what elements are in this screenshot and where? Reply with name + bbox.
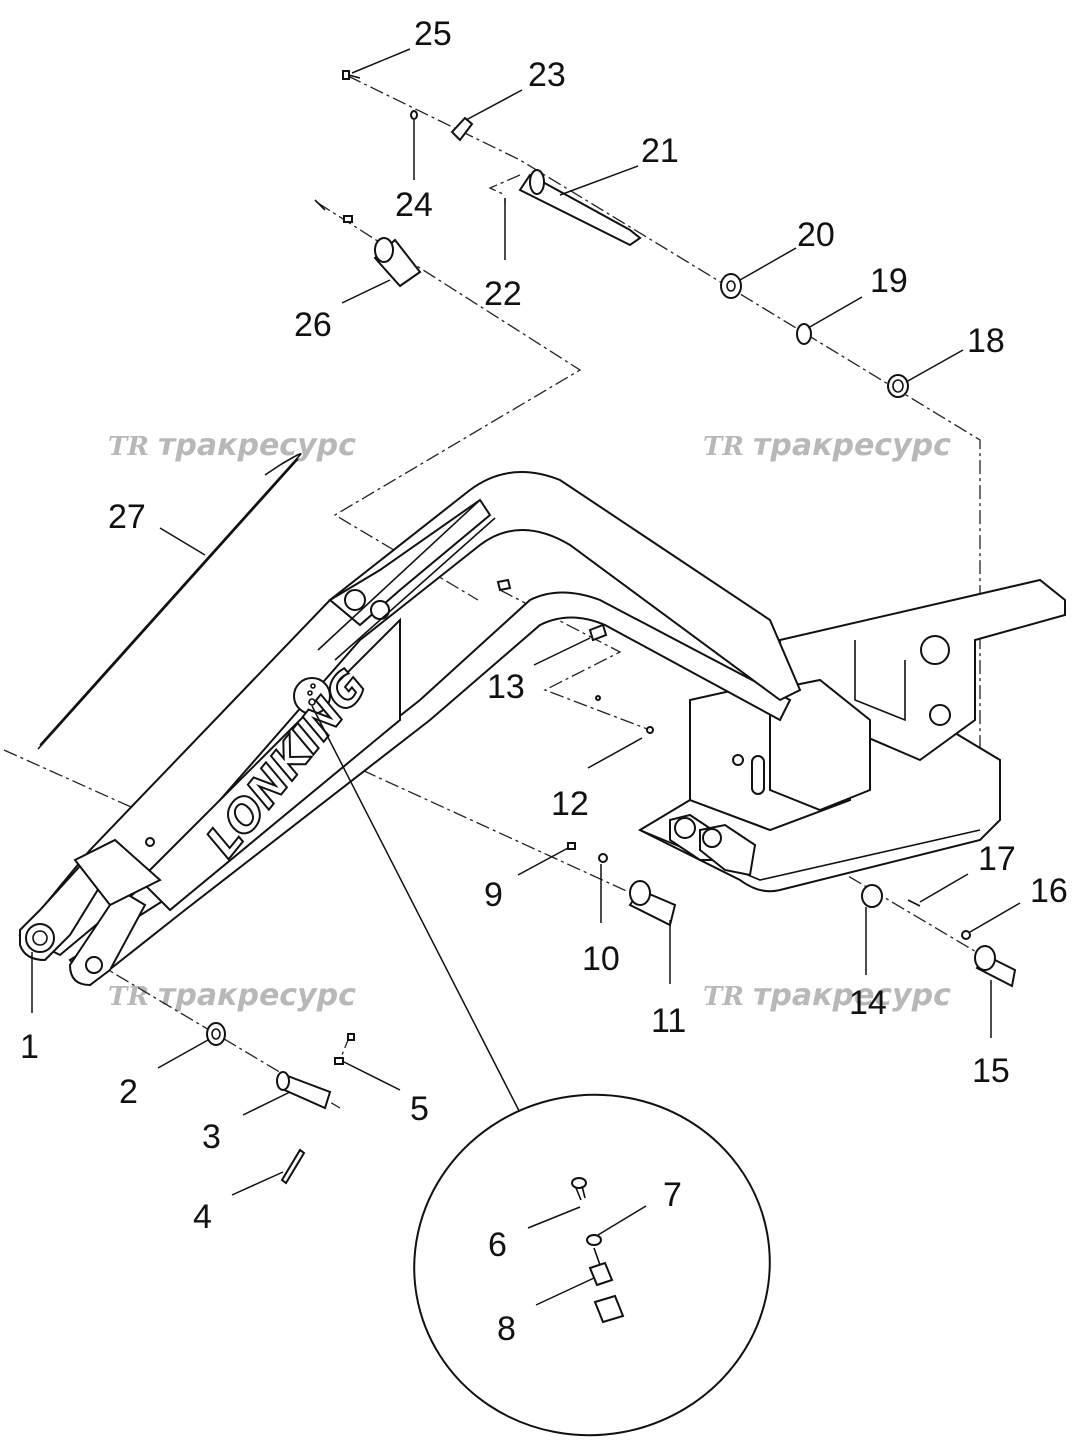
watermark-text: тракресурс (158, 428, 356, 463)
callout-16: 16 (1030, 872, 1068, 910)
callout-2: 2 (119, 1073, 138, 1111)
callout-12: 12 (551, 785, 589, 823)
watermark-logo: TR (108, 432, 149, 462)
callout-13: 13 (487, 668, 525, 706)
leader-lines (31, 48, 1021, 1306)
watermark-top-left: TR тракресурс (108, 428, 356, 463)
callout-1: 1 (20, 1028, 39, 1066)
callout-19: 19 (870, 262, 908, 300)
watermark-logo: TR (703, 982, 744, 1012)
callout-15: 15 (972, 1052, 1010, 1090)
callout-20: 20 (797, 216, 835, 254)
pin-assembly-9-11 (567, 842, 677, 927)
callout-25: 25 (414, 15, 452, 53)
callout-6: 6 (488, 1226, 507, 1264)
watermark-bottom-right: TR тракресурс (703, 978, 951, 1013)
pin-assembly-14-17 (861, 884, 1017, 988)
watermark-logo: TR (108, 982, 149, 1012)
front-pin-assembly (206, 1022, 355, 1185)
callout-26: 26 (294, 306, 332, 344)
callout-21: 21 (641, 132, 679, 170)
watermark-top-right: TR тракресурс (703, 428, 951, 463)
callout-9: 9 (484, 876, 503, 914)
assembly-centerlines (3, 75, 1011, 1109)
watermark-text: тракресурс (753, 978, 951, 1013)
bolt-assembly-12-13 (595, 695, 654, 734)
watermark-logo: TR (703, 432, 744, 462)
callout-10: 10 (582, 940, 620, 978)
callout-5: 5 (410, 1090, 429, 1128)
callout-24: 24 (395, 186, 433, 224)
callout-17: 17 (978, 840, 1016, 878)
callout-7: 7 (663, 1176, 682, 1214)
cable-part-27 (37, 452, 302, 750)
callout-23: 23 (528, 56, 566, 94)
callout-4: 4 (193, 1198, 212, 1236)
callout-8: 8 (497, 1310, 516, 1348)
callout-27: 27 (108, 498, 146, 536)
watermark-text: тракресурс (753, 428, 951, 463)
callout-14: 14 (849, 984, 887, 1022)
callout-18: 18 (967, 322, 1005, 360)
callout-22: 22 (484, 275, 522, 313)
callout-labels: 1 2 3 4 5 6 7 8 9 10 11 12 13 14 15 16 1… (20, 15, 1068, 1348)
loader-boom-frame: LONKING (18, 471, 1066, 987)
watermark-bottom-left: TR тракресурс (108, 978, 356, 1013)
watermark-text: тракресурс (158, 978, 356, 1013)
detail-view (311, 705, 771, 1437)
callout-3: 3 (202, 1118, 221, 1156)
top-pin-assembly (314, 70, 909, 398)
callout-11: 11 (651, 1002, 686, 1040)
